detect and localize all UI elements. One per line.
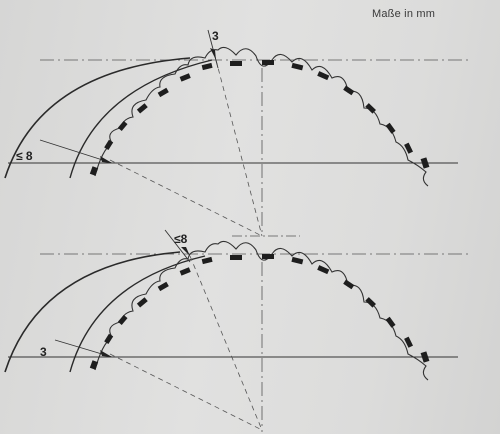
tooth-profile bbox=[94, 240, 429, 381]
inner-arc bbox=[69, 59, 213, 179]
figure-bottom: ≤8 3 bbox=[4, 229, 470, 432]
tooth-blocks bbox=[89, 60, 430, 176]
construction-line-left bbox=[109, 159, 263, 237]
dim-arrow-left bbox=[100, 350, 112, 357]
dim-label-left: 3 bbox=[40, 345, 47, 359]
dim-arrow-top bbox=[210, 48, 216, 60]
dim-arrow-top bbox=[181, 247, 190, 256]
tooth-profile bbox=[94, 46, 429, 187]
figure-top: 3 ≤ 8 bbox=[4, 29, 470, 237]
units-label: Maße in mm bbox=[372, 8, 436, 20]
inner-arc bbox=[69, 255, 206, 373]
dim-label-left: ≤ 8 bbox=[16, 149, 33, 163]
construction-line-top bbox=[189, 255, 263, 431]
dim-label-top: 3 bbox=[212, 29, 219, 43]
outer-arc bbox=[4, 251, 181, 373]
construction-line-top bbox=[215, 59, 263, 237]
construction-line-left bbox=[109, 353, 263, 431]
dim-line-top bbox=[207, 29, 219, 69]
dim-arrow-left bbox=[100, 156, 112, 163]
dim-line-left bbox=[39, 139, 113, 164]
dim-label-top: ≤8 bbox=[174, 232, 188, 246]
outer-arc bbox=[4, 57, 191, 179]
tooth-blocks bbox=[89, 254, 430, 370]
dim-line-top bbox=[164, 229, 191, 263]
